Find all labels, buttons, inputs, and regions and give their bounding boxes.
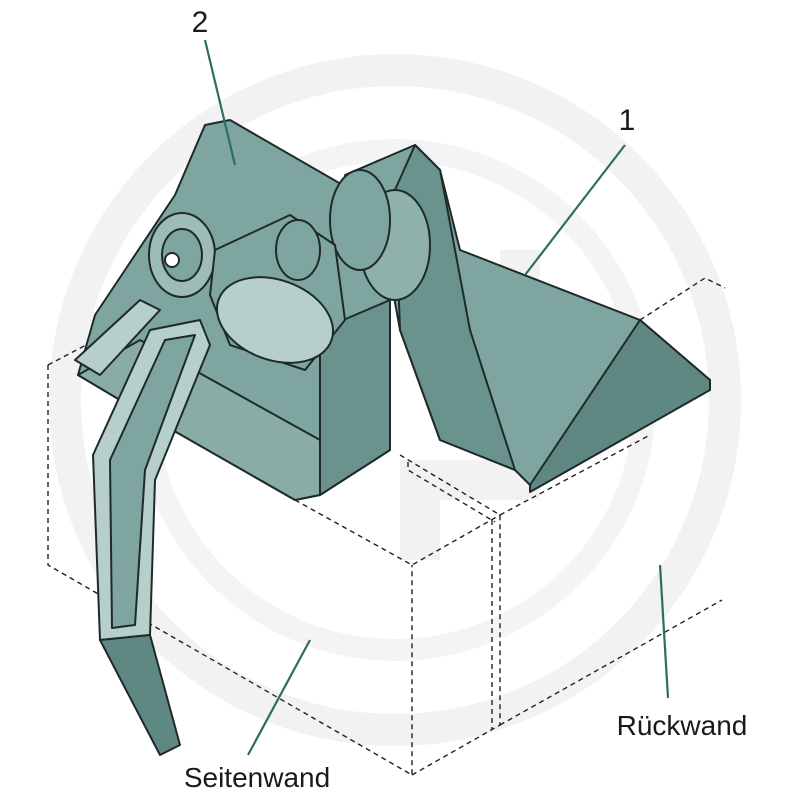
lever-handle [74,299,211,756]
label-side-wall: Seitenwand [184,762,330,793]
leader-line-side-wall [247,639,311,756]
leader-line-rear-wall [658,564,670,699]
label-rear-wall: Rückwand [617,710,748,741]
label-part-2: 2 [192,6,209,39]
leader-line-2 [203,39,237,166]
label-part-1: 1 [619,104,636,137]
leader-line-1 [524,144,626,276]
rear-wall-outline [399,277,726,730]
